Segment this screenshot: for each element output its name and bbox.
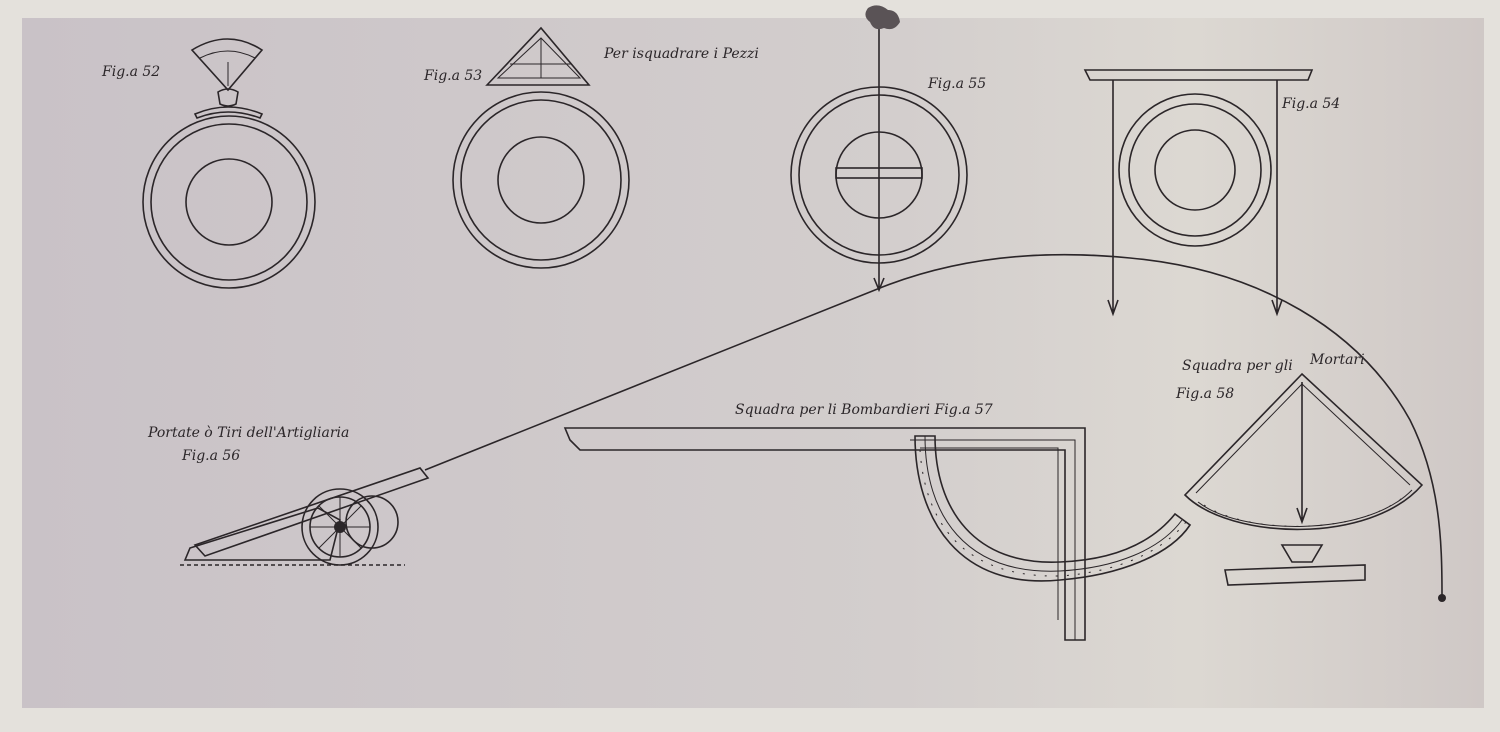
figure-53-label: Fig.a 53: [423, 68, 482, 84]
projectile-trajectory: [424, 253, 1443, 596]
figure-54-label: Fig.a 54: [1281, 96, 1340, 112]
mortari-label-b: Mortari: [1309, 352, 1365, 368]
figure-53-ring-with-triangle: [452, 26, 630, 269]
figure-55-ring-with-plumb: [790, 5, 968, 293]
figure-54-suspended-ring: [1083, 69, 1314, 317]
trajectory-end-weight: [1438, 594, 1446, 602]
figure-58-label: Fig.a 58: [1175, 386, 1234, 402]
figure-52-label: Fig.a 52: [101, 64, 160, 80]
mortari-label-a: Squadra per gli: [1182, 358, 1293, 374]
figure-56-label: Fig.a 56: [181, 448, 240, 464]
figure-57-gunners-quadrant: [563, 427, 1192, 641]
plate-title: Per isquadrare i Pezzi: [603, 46, 759, 62]
figure-52-ring-with-quadrant: [142, 38, 316, 289]
bombardieri-label: Squadra per li Bombardieri Fig.a 57: [735, 402, 993, 418]
figure-56-cannon: [180, 467, 430, 566]
figure-55-label: Fig.a 55: [927, 76, 986, 92]
figure-58-mortar-square: [1183, 372, 1424, 586]
portate-title: Portate ò Tiri dell'Artigliaria: [147, 425, 349, 441]
